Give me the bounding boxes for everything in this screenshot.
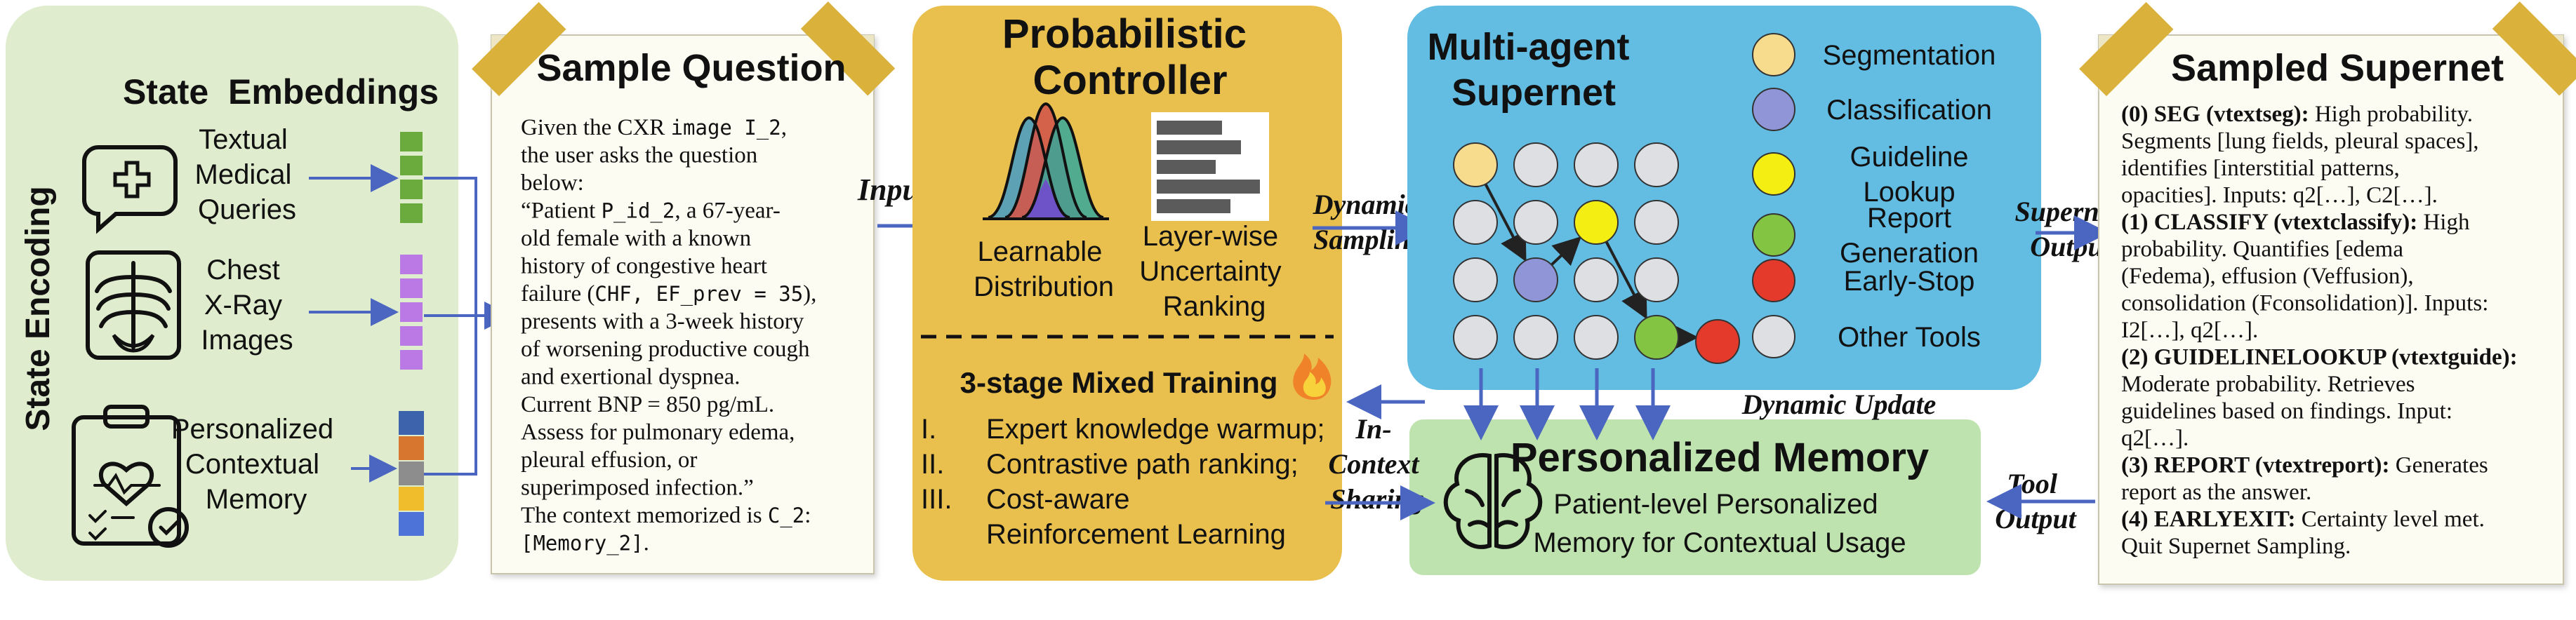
supernet-node [1574, 142, 1619, 187]
supernet-edge [1551, 236, 1582, 267]
tape-left [2079, 1, 2174, 97]
tape-right [800, 1, 896, 96]
input-label-memory: Personalized Contextual Memory [171, 414, 341, 515]
embedding-merge-connector [424, 177, 477, 476]
supernet-node [1453, 200, 1498, 245]
ranking-bar [1157, 199, 1230, 213]
supernet-node [1574, 257, 1619, 302]
legend-label: Classification [1826, 95, 1992, 126]
sample-question-note: Sample Question Given the CXR image I_2,… [472, 1, 896, 574]
state-encoding-side-label: State Encoding [20, 186, 57, 431]
uncertainty-ranking-label: Layer-wise Uncertainty Ranking [1139, 221, 1289, 322]
sample-question-title: Sample Question [536, 47, 846, 89]
supernet-node [1634, 200, 1679, 245]
state-embeddings-header: State Embeddings [123, 72, 439, 112]
legend-swatch [1752, 33, 1795, 76]
legend-swatch [1752, 152, 1795, 196]
ranking-bar [1157, 160, 1216, 174]
input-label-textual: Textual Medical Queries [195, 124, 300, 225]
learnable-distribution-label: Learnable Distribution [974, 236, 1114, 302]
legend-swatch [1752, 259, 1795, 302]
supernet-node [1634, 257, 1679, 302]
training-stage-2: II. Contrastive path ranking; [921, 449, 1299, 480]
supernet-node [1513, 200, 1558, 245]
learnable-distribution-chart [983, 102, 1109, 220]
sampled-supernet-note: Sampled Supernet (0) SEG (vtextseg): Hig… [2079, 1, 2576, 585]
brain-icon [1443, 453, 1543, 549]
legend-label: Other Tools [1838, 322, 1981, 353]
supernet-node-grid [1453, 142, 1740, 364]
tape-right [2492, 1, 2576, 96]
supernet-node [1634, 142, 1679, 187]
supernet-node [1453, 142, 1498, 187]
supernet-node [1634, 315, 1679, 360]
supernet-edge [1484, 183, 1527, 262]
controller-panel: Probabilistic Controller Learnable Distr… [912, 6, 1342, 581]
supernet-node [1513, 257, 1558, 302]
dynamic-sampling-connector: Dynamic Sampling [1313, 189, 1430, 255]
supernet-edge [1605, 241, 1647, 320]
legend-swatch [1752, 88, 1795, 131]
ranking-bar [1157, 121, 1222, 135]
dynamic-update-label: Dynamic Update [1741, 389, 1937, 420]
chest-xray-icon [86, 250, 181, 360]
supernet-title: Multi-agent Supernet [1428, 26, 1640, 114]
ranking-bar [1157, 140, 1241, 154]
supernet-node [1513, 142, 1558, 187]
sampled-supernet-title: Sampled Supernet [2171, 47, 2504, 89]
image-embedding [400, 255, 423, 370]
supernet-node [1513, 315, 1558, 360]
uncertainty-ranking-chart [1151, 112, 1269, 221]
tape-left [472, 1, 566, 97]
dynamic-update-connector: Dynamic Update [1463, 368, 1937, 440]
supernet-node-early-stop [1695, 319, 1740, 364]
controller-title: Probabilistic Controller [1002, 11, 1258, 103]
memory-panel: Personalized Memory Patient-level Person… [1409, 419, 1981, 575]
supernet-node [1453, 257, 1498, 302]
memory-embedding [399, 411, 424, 536]
sample-question-body: Given the CXR image I_2,the user asks th… [521, 115, 816, 556]
training-title: 3-stage Mixed Training [960, 366, 1278, 399]
training-stage-1: I. Expert knowledge warmup; [921, 414, 1324, 445]
training-stage-3: III. Cost-aware Reinforcement Learning [921, 484, 1286, 550]
supernet-node [1574, 315, 1619, 360]
memory-description: Patient-level Personalized Memory for Co… [1533, 489, 1906, 558]
clipboard-heart-icon [72, 405, 189, 548]
fire-icon [1293, 353, 1332, 400]
ranking-bar [1157, 180, 1260, 194]
supernet-panel: Multi-agent Supernet SegmentationClassif… [1407, 6, 2041, 390]
legend-label: Early-Stop [1844, 266, 1975, 297]
memory-title: Personalized Memory [1511, 435, 1929, 480]
supernet-node [1574, 200, 1619, 245]
legend-swatch [1752, 315, 1795, 358]
supernet-node [1453, 315, 1498, 360]
chat-plus-icon [82, 145, 178, 234]
textual-embedding [400, 132, 423, 223]
tool-output-connector: Tool Output [1986, 468, 2095, 534]
state-encoding-panel: State Encoding State Embeddings [6, 6, 512, 581]
input-label-xray: Chest X-Ray Images [201, 255, 293, 356]
legend-swatch [1752, 213, 1795, 257]
sampled-supernet-body: (0) SEG (vtextseg): High probability.Seg… [2121, 102, 2518, 559]
legend-label: Segmentation [1823, 40, 1996, 71]
in-context-sharing-connector: In- Context Sharing [1325, 384, 1435, 520]
